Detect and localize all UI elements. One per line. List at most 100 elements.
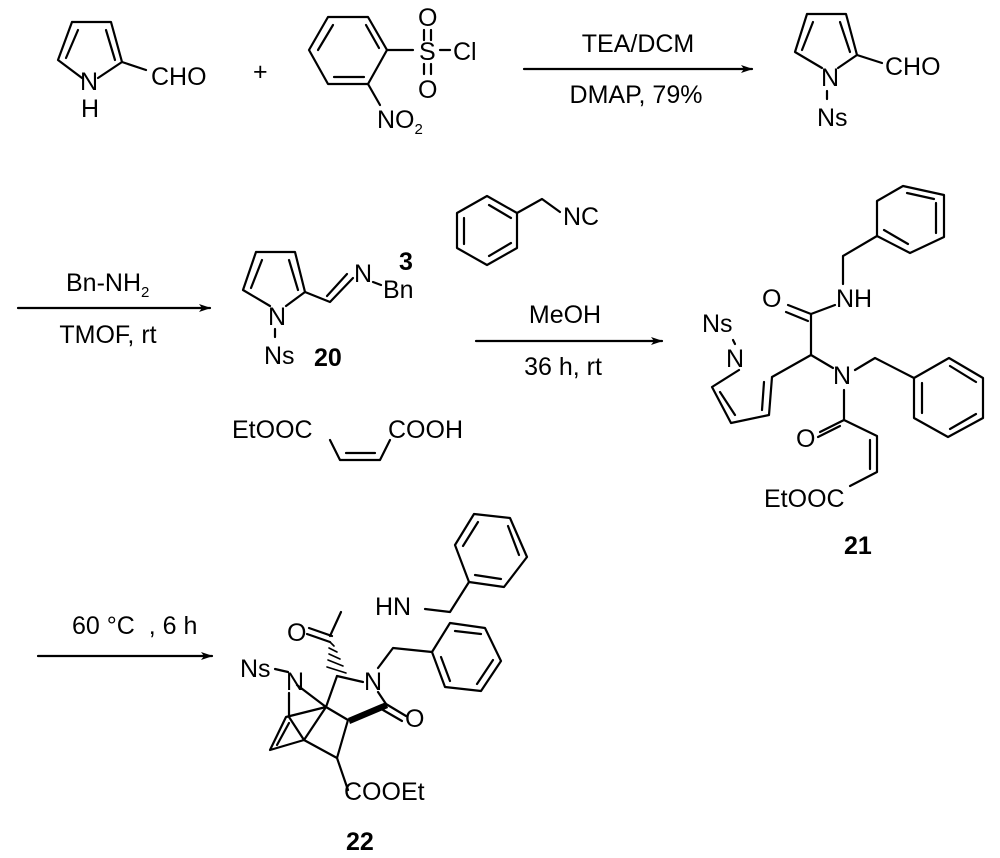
hn-label: HN (375, 593, 411, 621)
step2-conditions-bottom: TMOF, rt (59, 321, 156, 349)
amide-co-double-bond (784, 303, 813, 323)
ns-label: Ns (264, 342, 295, 370)
step3-conditions-bottom: 36 h, rt (524, 353, 602, 381)
pyrrole-ring-bonds (56, 20, 124, 80)
nh-label: NH (836, 285, 872, 313)
ester-label: COOEt (344, 778, 425, 806)
n-bn-bond (371, 280, 383, 287)
lactam-n-label: N (364, 668, 382, 696)
pyrrole-double-bonds (800, 20, 852, 54)
hashed-wedge-bond (326, 641, 347, 674)
oxygen-bottom-label: O (418, 76, 437, 104)
compound-label-21: 21 (844, 532, 872, 560)
right-benzene-double-bonds (439, 629, 495, 686)
pyrrole-double-bonds (64, 28, 117, 62)
compound-20: N Ns N Bn 20 (241, 250, 414, 372)
step2-conditions-top: Bn-NH2 (66, 269, 149, 301)
etooc-label: EtOOC (232, 416, 313, 444)
right-benzene-ring (912, 356, 985, 439)
lactam-co-double-bond (381, 702, 408, 723)
c-ester-bond (335, 756, 350, 792)
amide-o-label: O (287, 619, 306, 647)
imine-double-bond (325, 272, 349, 298)
amide-o-label: O (762, 285, 781, 313)
alkene-double-bond (275, 721, 291, 747)
nh-c-bond (328, 610, 343, 638)
pyrrole-n-label: N (268, 303, 286, 331)
plus-sign: + (253, 58, 268, 86)
right-benzene-ring (430, 621, 503, 693)
acyl-o-label: O (796, 425, 815, 453)
right-benzene-double-bonds (920, 364, 978, 431)
top-benzene-double-bonds (882, 191, 938, 246)
acyl-co-double-bond (816, 418, 846, 439)
step3-conditions-top: MeOH (529, 301, 601, 329)
n-benzyl-bonds (853, 356, 916, 380)
compound-label-3: 3 (399, 248, 413, 276)
cho-label: CHO (885, 53, 941, 81)
benzene-ring (307, 15, 389, 86)
ns-n-bond (273, 667, 290, 674)
cho-bond (120, 60, 148, 72)
amide-n-label: N (833, 362, 851, 390)
ns-pyrrole-carbaldehyde: N Ns CHO (793, 12, 941, 132)
n-benzyl-bonds (376, 646, 434, 670)
n-co-bond (376, 690, 388, 706)
bridge-n-bonds (287, 691, 306, 742)
bridge-n-label: N (286, 668, 304, 696)
compound-label-22: 22 (346, 828, 374, 856)
nh-h-label: H (81, 95, 99, 123)
isocyanide-label: NC (563, 203, 599, 231)
ns-label: Ns (240, 655, 271, 683)
ester-label: EtOOC (764, 485, 845, 513)
c-n-lactam-bond (335, 674, 365, 684)
step1-conditions-bottom: DMAP, 79% (570, 81, 703, 109)
pyrrole-n-label: N (726, 345, 744, 373)
pyrrole-ring-bonds (793, 12, 859, 70)
bn-label: Bn (383, 276, 414, 304)
cooh-label: COOH (388, 416, 463, 444)
ns-label: Ns (702, 310, 733, 338)
c-no2-bond (366, 82, 382, 107)
benzene-ring (455, 194, 519, 267)
nitro-label: NO2 (377, 106, 423, 138)
ch-n-bond (809, 353, 835, 370)
pyrrole-double-bonds (249, 258, 300, 292)
bicyclic-core-bonds (302, 674, 350, 760)
pyrrole-2-carbaldehyde: N H CHO (56, 20, 207, 123)
compound-22: HN O N O Ns N COOEt 22 (240, 512, 529, 856)
n-ns-bond (731, 338, 737, 346)
ch2-nc-bond (515, 197, 562, 215)
benzyl-ch2-bonds (423, 580, 471, 614)
imine-n-label: N (354, 260, 372, 288)
alkene-ring-bonds (268, 705, 328, 752)
so-double-bonds (422, 28, 433, 76)
imine-bonds (303, 276, 355, 304)
n-label: N (821, 64, 839, 92)
amide-co-double-bond (305, 626, 334, 644)
nh-n-label: N (80, 68, 98, 96)
benzene-double-bonds (316, 23, 381, 79)
lactam-o-label: O (405, 705, 424, 733)
pyrrole-ring-bonds (241, 250, 307, 308)
step4-conditions-top: 60 °C , 6 h (72, 612, 197, 640)
cho-bond (855, 53, 884, 65)
top-benzene-double-bonds (461, 520, 521, 581)
monoethyl-maleate: EtOOC COOH (232, 416, 463, 462)
step1-conditions-top: TEA/DCM (582, 30, 695, 58)
benzyl-ch2-bonds (841, 234, 879, 286)
ns-label: Ns (817, 104, 848, 132)
sulfur-label: S (419, 38, 436, 66)
oxygen-top-label: O (418, 4, 437, 32)
pyrrole-double-bonds (718, 380, 766, 417)
pyrrole-ring-bonds (710, 353, 813, 425)
compound-label-20: 20 (314, 344, 342, 372)
benzyl-isocyanide-3: NC 3 (399, 194, 599, 276)
bold-wedge-bond (348, 702, 388, 724)
nosyl-chloride: S Cl O O NO2 (307, 4, 477, 138)
benzene-double-bonds (462, 203, 513, 258)
cho-label: CHO (151, 63, 207, 91)
top-benzene-ring (875, 184, 946, 255)
